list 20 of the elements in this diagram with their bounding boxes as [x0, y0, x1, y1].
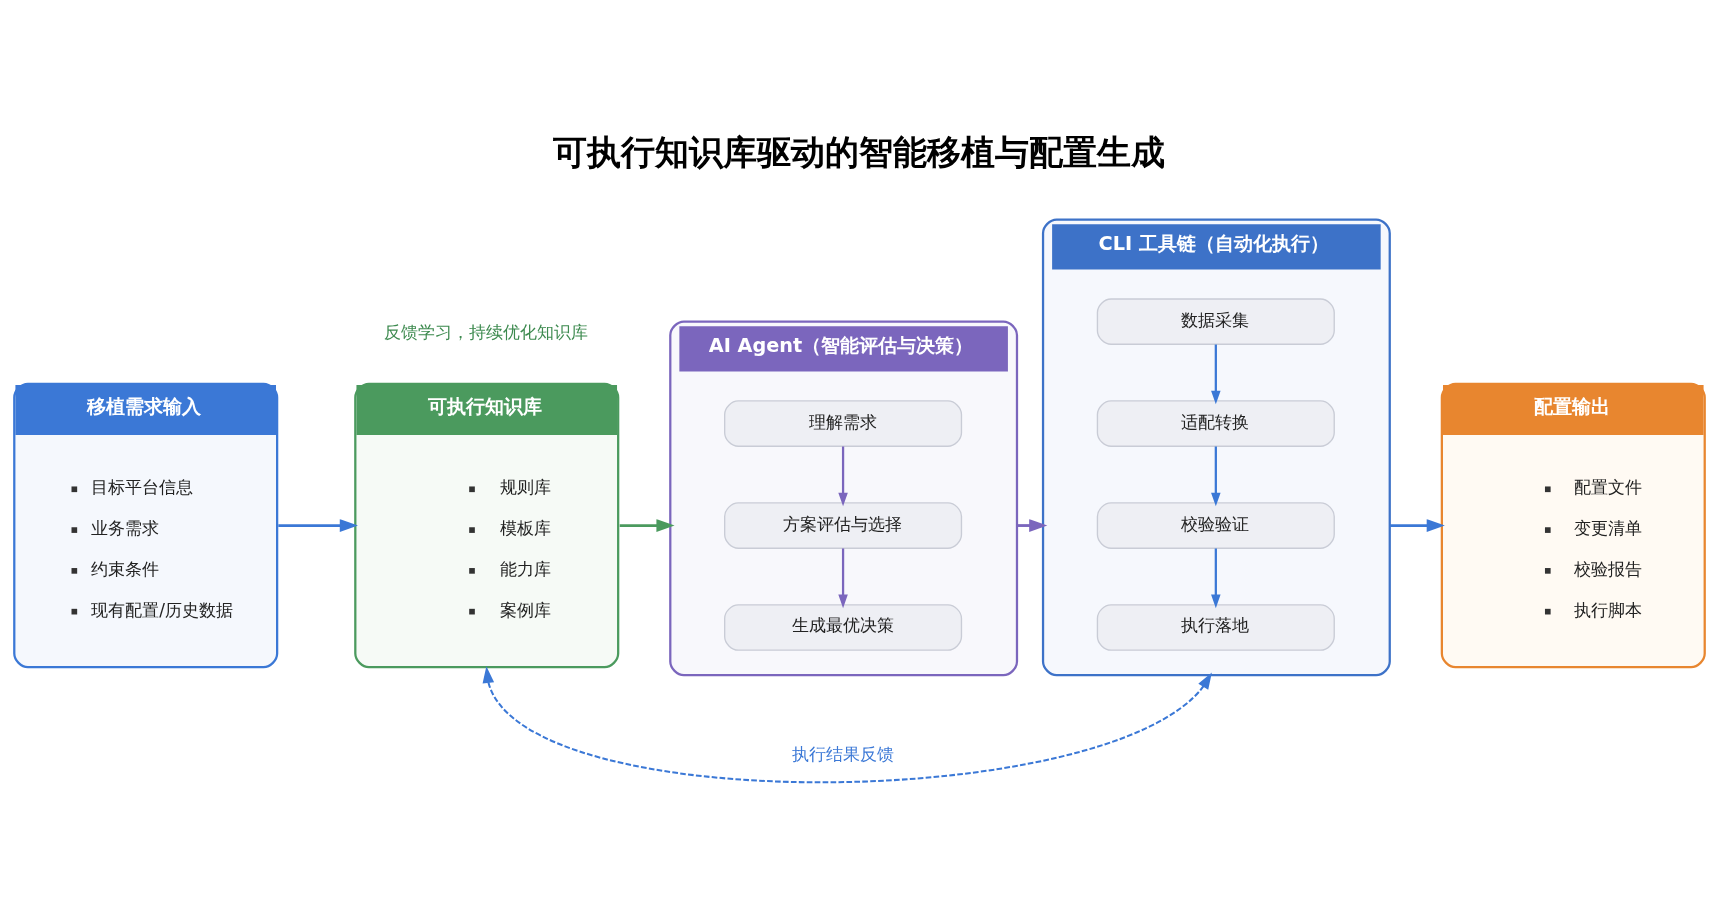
arrow — [1389, 518, 1445, 532]
arrow — [838, 547, 848, 608]
arrow — [838, 446, 848, 506]
node-box: 方案评估与选择 — [724, 501, 963, 549]
node-box: 生成最优决策 — [724, 603, 963, 651]
edge-label: 执行结果反馈 — [791, 743, 894, 764]
arrow — [1017, 518, 1048, 532]
arrow — [1211, 446, 1221, 506]
arrow — [1211, 344, 1221, 404]
arrow — [278, 518, 358, 532]
node-box: 适配转换 — [1096, 399, 1335, 447]
node-box: 理解需求 — [724, 399, 963, 447]
diagram-title: 可执行知识库驱动的智能移植与配置生成 — [553, 131, 1166, 172]
arrow — [1211, 547, 1221, 608]
arrow — [482, 665, 1212, 783]
label: 反馈学习，持续优化知识库 — [384, 321, 589, 342]
arrow — [619, 518, 675, 532]
node-box: 执行落地 — [1096, 603, 1335, 651]
node-box: 数据采集 — [1096, 297, 1335, 345]
node-box: 校验验证 — [1096, 501, 1335, 549]
